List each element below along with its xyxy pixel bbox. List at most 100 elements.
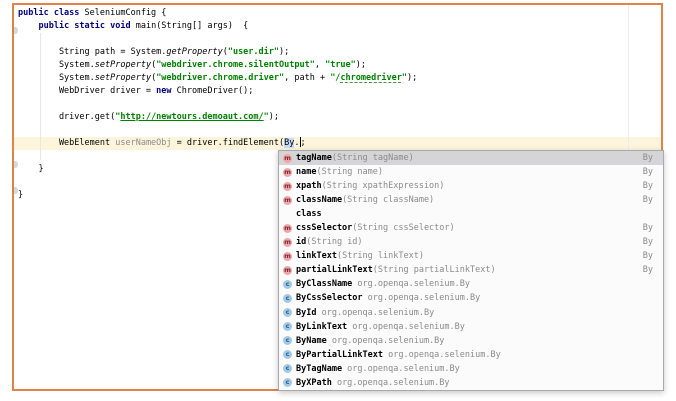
completion-item-detail: org.openqa.selenium.By — [352, 279, 470, 290]
completion-item-detail: (String linkText) — [336, 251, 424, 262]
completion-item-name: ById — [296, 307, 317, 318]
code-segment: " — [263, 112, 269, 122]
completion-item-name: ByClassName — [296, 279, 353, 290]
completion-item-name: id — [296, 237, 307, 248]
code-segment: System. — [18, 73, 95, 83]
code-segment: public static void — [38, 21, 136, 31]
completion-item-detail: org.openqa.selenium.By — [331, 377, 450, 388]
method-icon: m — [283, 251, 292, 261]
code-segment: driver.get( — [18, 112, 116, 122]
code-segment: SeleniumConfig { — [84, 8, 167, 18]
completion-item-name: ByLinkText — [296, 321, 348, 332]
fold-marker[interactable] — [14, 161, 18, 168]
completion-item-detail: org.openqa.selenium.By — [383, 349, 501, 360]
completion-item-ByName[interactable]: c ByName org.openqa.selenium.By — [279, 334, 663, 348]
code-segment: new — [156, 86, 172, 96]
code-segment: } — [18, 164, 44, 174]
code-segment: . — [294, 138, 300, 148]
class-icon: c — [283, 279, 292, 289]
completion-item-return-type: By — [642, 223, 653, 234]
completion-item-name: ByXPath — [296, 377, 332, 388]
code-area[interactable]: public class SeleniumConfig { public sta… — [14, 5, 661, 389]
code-line[interactable]: driver.get( "http://newtours.demoaut.com/… — [14, 111, 661, 124]
completion-item-class[interactable]: class — [279, 207, 663, 221]
code-segment: "webdriver.chrome.silentOutput" — [156, 60, 315, 70]
completion-item-name: className — [296, 195, 343, 206]
completion-item-detail: (String partialLinkText) — [372, 265, 496, 276]
code-segment: public class — [18, 8, 85, 18]
class-icon: c — [283, 378, 292, 388]
class-icon: c — [283, 350, 292, 360]
code-segment: System. — [18, 60, 95, 70]
completion-item-name: ByPartialLinkText — [296, 349, 383, 360]
completion-item-detail: (String className) — [342, 195, 435, 206]
completion-item-ByPartialLinkText[interactable]: c ByPartialLinkText org.openqa.selenium.B… — [279, 348, 663, 362]
code-segment: WebDriver driver = — [18, 86, 157, 96]
completion-item-detail: (String tagName) — [331, 153, 414, 164]
code-segment: getProperty — [166, 47, 223, 57]
code-segment: setProperty — [94, 73, 152, 83]
completion-item-name: ByTagName — [296, 363, 343, 374]
code-line-current[interactable]: WebElement userNameObj = driver.findElem… — [14, 137, 661, 150]
completion-item-name: ByCssSelector — [296, 293, 363, 304]
code-line[interactable] — [14, 33, 661, 46]
completion-item-ByXPath[interactable]: c ByXPath org.openqa.selenium.By — [279, 376, 663, 390]
code-line[interactable]: } — [14, 189, 661, 202]
completion-item-detail: org.openqa.selenium.By — [347, 321, 465, 332]
no-icon — [283, 210, 292, 219]
method-icon: m — [283, 181, 292, 191]
code-segment — [18, 21, 38, 31]
code-line[interactable]: WebDriver driver = new ChromeDriver(); — [14, 85, 661, 98]
code-line[interactable] — [14, 98, 661, 111]
method-icon: m — [283, 223, 292, 233]
code-segment: , — [314, 60, 326, 70]
code-segment: http://newtours.demoaut.com/ — [120, 112, 264, 122]
completion-item-name: ByName — [296, 335, 327, 346]
code-segment: "/ — [330, 73, 341, 83]
code-segment: userNameObj — [115, 138, 172, 148]
indent-guide — [40, 33, 41, 160]
class-icon: c — [283, 336, 292, 346]
completion-item-return-type: By — [642, 251, 653, 262]
code-segment: , path + — [284, 73, 331, 83]
code-segment: ( — [151, 60, 157, 70]
code-line[interactable]: public static void main(String[] args) { — [14, 20, 661, 33]
code-line[interactable]: String path = System.getProperty("user.d… — [14, 46, 661, 59]
completion-item-return-type: By — [642, 167, 653, 178]
completion-item-ByTagName[interactable]: c ByTagName org.openqa.selenium.By — [279, 362, 663, 376]
code-line[interactable]: System.setProperty("webdriver.chrome.dri… — [14, 72, 661, 85]
completion-item-detail: org.openqa.selenium.By — [326, 335, 445, 346]
method-icon: m — [283, 153, 292, 163]
completion-item-return-type: By — [642, 237, 653, 248]
completion-item-name: name — [296, 167, 317, 178]
class-icon: c — [283, 364, 292, 374]
completion-item-detail: org.openqa.selenium.By — [342, 363, 460, 374]
code-segment: ); — [355, 60, 367, 70]
completion-item-return-type: By — [642, 195, 653, 206]
code-segment: ); — [279, 47, 290, 57]
completion-item-detail: (String name) — [316, 167, 384, 178]
completion-item-name: class — [296, 209, 322, 220]
code-segment: ; — [300, 138, 306, 148]
fold-marker[interactable] — [14, 187, 18, 194]
code-line[interactable]: public class SeleniumConfig { — [14, 7, 661, 20]
code-segment: ( — [151, 73, 157, 83]
fold-marker[interactable] — [14, 27, 18, 34]
code-line[interactable] — [14, 124, 661, 137]
completion-item-name: tagName — [296, 153, 332, 164]
code-line[interactable]: System.setProperty("webdriver.chrome.sil… — [14, 59, 661, 72]
code-line[interactable]: } — [14, 163, 661, 176]
completion-item-ByClassName[interactable]: c ByClassName org.openqa.selenium.By — [279, 277, 663, 291]
